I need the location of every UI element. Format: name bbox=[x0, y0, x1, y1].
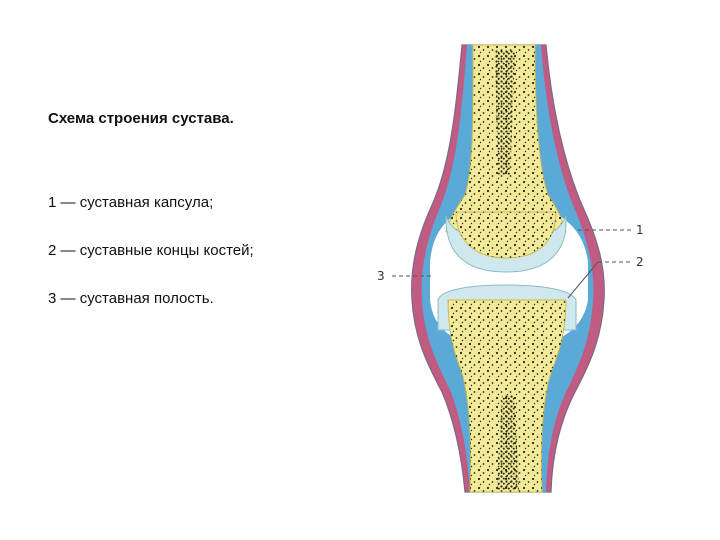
upper-epiphysis-speckle bbox=[456, 212, 556, 258]
callout-label-2: 2 bbox=[636, 255, 644, 269]
callout-line-bone-ends bbox=[567, 261, 599, 299]
callout-label-1: 1 bbox=[636, 223, 644, 237]
legend-item-cavity: 3 — суставная полость. bbox=[48, 290, 254, 338]
legend-number: 1 bbox=[48, 194, 57, 211]
legend-item-bone-ends: 2 — суставные концы костей; bbox=[48, 242, 254, 290]
callout-label-3: 3 bbox=[377, 269, 385, 283]
legend-list: 1 — суставная капсула; 2 — суставные кон… bbox=[48, 194, 254, 338]
slide-title: Схема строения сустава. bbox=[48, 110, 234, 127]
legend-item-capsule: 1 — суставная капсула; bbox=[48, 194, 254, 242]
legend-number: 2 bbox=[48, 242, 57, 259]
upper-marrow bbox=[495, 50, 515, 175]
legend-text: суставная полость. bbox=[79, 290, 214, 307]
legend-text: суставная капсула; bbox=[79, 194, 214, 211]
legend-dash: — bbox=[60, 290, 76, 307]
legend-dash: — bbox=[60, 242, 76, 259]
legend-number: 3 bbox=[48, 290, 57, 307]
legend-text: суставные концы костей; bbox=[79, 242, 254, 259]
legend-dash: — bbox=[60, 194, 76, 211]
lower-marrow bbox=[497, 395, 519, 490]
